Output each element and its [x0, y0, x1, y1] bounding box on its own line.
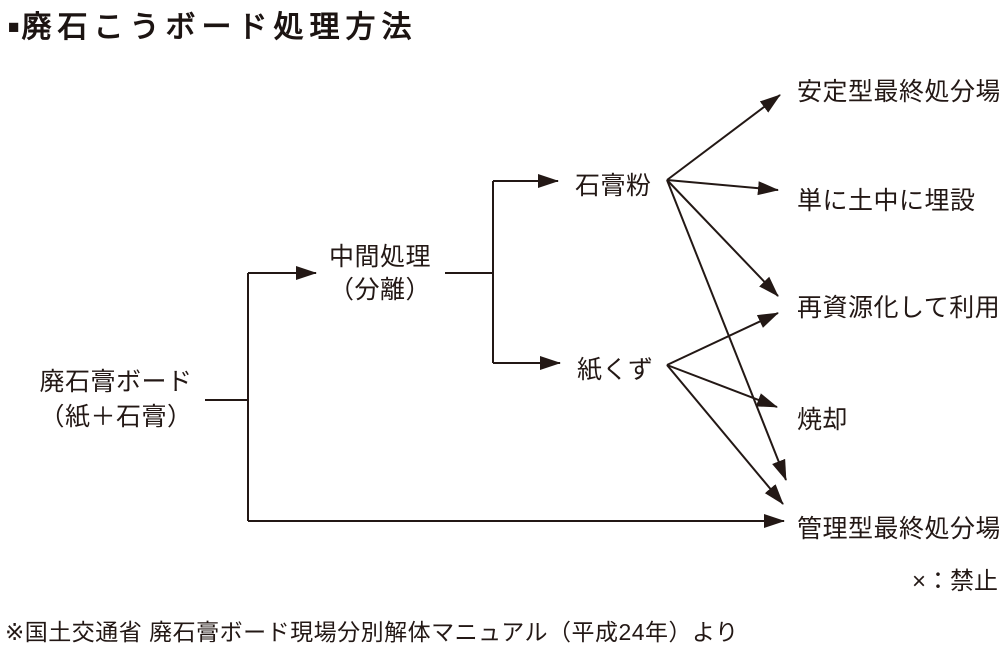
- node-recycled: 再資源化して利用: [797, 294, 999, 322]
- node-intermediate-line1: 中間処理: [328, 243, 431, 271]
- node-source-line1: 廃石膏ボード: [39, 368, 193, 396]
- page-title-text: 廃石こうボード処理方法: [21, 11, 418, 44]
- node-source-line2: （紙＋石膏）: [39, 403, 193, 431]
- edge-paper-to-controlled-landfill: [666, 364, 784, 505]
- edge-paper-to-recycled: [666, 312, 779, 366]
- edge-paper-to-incineration: [666, 364, 778, 408]
- node-intermediate: 中間処理 （分離）: [300, 241, 460, 307]
- edge-gypsum-to-stable-landfill: [666, 94, 781, 181]
- node-intermediate-line2: （分離）: [328, 276, 431, 304]
- node-paper-scrap: 紙くず: [577, 356, 654, 384]
- node-controlled-landfill: 管理型最終処分場: [797, 515, 999, 543]
- page-title: ■廃石こうボード処理方法: [8, 2, 417, 46]
- edge-gypsum-to-buried-in-soil: [666, 179, 779, 196]
- legend-prohibited: ×：禁止: [912, 568, 999, 595]
- title-bullet-square-icon: ■: [8, 17, 20, 38]
- source-footnote: ※国土交通省 廃石膏ボード現場分別解体マニュアル（平成24年）より: [5, 619, 739, 645]
- node-stable-landfill: 安定型最終処分場: [797, 78, 999, 106]
- node-source: 廃石膏ボード （紙＋石膏）: [16, 365, 216, 435]
- edge-gypsum-to-controlled-landfill: [666, 179, 787, 481]
- node-buried-in-soil: 単に土中に埋設: [797, 187, 976, 215]
- node-incineration: 焼却: [797, 406, 849, 434]
- node-gypsum-powder: 石膏粉: [575, 172, 652, 200]
- edge-gypsum-to-recycled: [666, 179, 779, 297]
